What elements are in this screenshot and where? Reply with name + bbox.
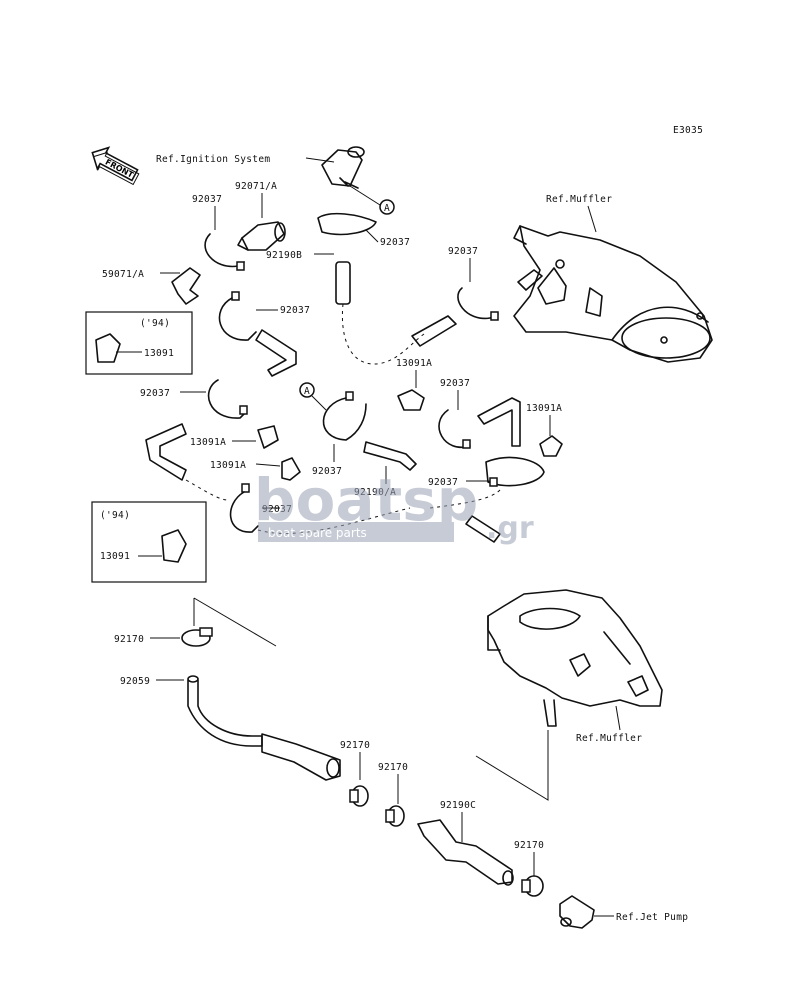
muffler-bottom-assembly xyxy=(487,589,663,727)
hose-right-mid xyxy=(477,397,521,447)
part-13091a-label: 13091A xyxy=(190,437,226,448)
svg-text:('94): ('94) xyxy=(100,510,130,521)
part-92037-label: 92037 xyxy=(192,194,222,205)
clamp-92170-d xyxy=(521,875,544,897)
year-note-box-upper: ('94) 13091 xyxy=(85,311,193,375)
muffler-nipple xyxy=(517,269,543,291)
part-13091a-label: 13091A xyxy=(210,460,246,471)
clamp-92037-d xyxy=(457,287,499,320)
hose-92059 xyxy=(187,679,263,747)
part-92170-label: 92170 xyxy=(340,740,370,751)
hose-upper-left xyxy=(255,329,297,377)
part-13091a-label: 13091A xyxy=(526,403,562,414)
part-92059-label: 92059 xyxy=(120,676,150,687)
hose-mid-left xyxy=(145,423,187,481)
part-92071a-label: 92071/A xyxy=(235,181,277,192)
part-92037-label: 92037 xyxy=(140,388,170,399)
part-59071a-elbow xyxy=(171,267,201,305)
clamp-92037-f xyxy=(322,397,367,441)
figure-code: E3035 xyxy=(673,125,703,136)
ref-muffler-bottom-label: Ref.Muffler xyxy=(576,733,642,744)
ref-jet-pump-label: Ref.Jet Pump xyxy=(616,912,688,923)
clamp-92037-i xyxy=(229,491,259,533)
hose-92190c xyxy=(417,819,513,885)
hose-92190a xyxy=(363,441,417,471)
clamp-92037-h xyxy=(485,456,545,487)
grommet-13091a-a xyxy=(397,389,425,411)
part-92037-label: 92037 xyxy=(380,237,410,248)
jet-pump-fitting xyxy=(559,895,595,929)
part-13091a-label: 13091A xyxy=(396,358,432,369)
grommet-13091a-d xyxy=(281,457,301,481)
part-92170-label: 92170 xyxy=(514,840,544,851)
clamp-92170-a xyxy=(181,627,213,647)
year-note-box-lower: ('94) 13091 xyxy=(91,501,207,583)
part-13091-label: 13091 xyxy=(100,551,130,562)
part-92170-label: 92170 xyxy=(114,634,144,645)
clamp-92170-c xyxy=(385,805,405,827)
part-92170-label: 92170 xyxy=(378,762,408,773)
part-92037-label: 92037 xyxy=(448,246,478,257)
svg-text:('94): ('94) xyxy=(140,318,170,329)
hose-lower-right xyxy=(465,515,501,543)
clamp-92037-c xyxy=(218,297,257,341)
part-92190b-label: 92190B xyxy=(266,250,302,261)
watermark: boatsp .gr boat spare parts xyxy=(254,466,534,546)
part-92071a-fitting xyxy=(237,221,286,251)
hose-92190b-right xyxy=(411,315,457,347)
hose-92190b xyxy=(335,261,351,305)
muffler-top-assembly xyxy=(513,225,713,363)
callout-a-mid: A xyxy=(299,382,315,398)
callout-a-top: A xyxy=(379,199,395,215)
part-92037-label: 92037 xyxy=(312,466,342,477)
part-92037-label: 92037 xyxy=(280,305,310,316)
ref-muffler-top-label: Ref.Muffler xyxy=(546,194,612,205)
ignition-fitting xyxy=(321,146,365,189)
part-92037-label: 92037 xyxy=(428,477,458,488)
part-92190a-label: 92190/A xyxy=(354,487,396,498)
watermark-tagline: boat spare parts xyxy=(268,526,367,540)
part-59071a-label: 59071/A xyxy=(102,269,144,280)
part-92037-label: 92037 xyxy=(440,378,470,389)
clamp-92037-e xyxy=(207,379,247,419)
clamp-92037-b xyxy=(317,212,377,236)
ref-ignition-label: Ref.Ignition System xyxy=(156,154,270,165)
clamp-92170-b xyxy=(349,785,369,807)
grommet-13091a-c xyxy=(539,435,563,457)
svg-text:A: A xyxy=(384,203,390,214)
grommet-13091a-b xyxy=(257,425,279,449)
front-arrow-icon: FRONT xyxy=(91,146,140,186)
svg-text:A: A xyxy=(304,386,310,397)
part-13091-label: 13091 xyxy=(144,348,174,359)
part-92037-label: 92037 xyxy=(262,504,292,515)
watermark-suffix: .gr xyxy=(486,511,534,546)
part-92190c-label: 92190C xyxy=(440,800,476,811)
